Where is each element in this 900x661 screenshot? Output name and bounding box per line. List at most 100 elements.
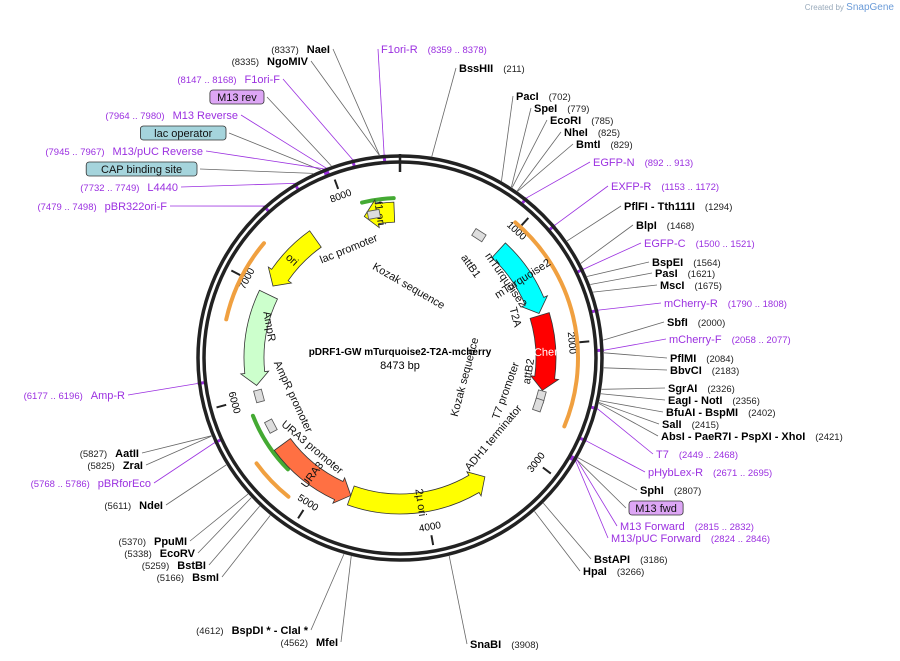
position-label: (2183) (712, 366, 739, 377)
label-leader-line (199, 168, 314, 174)
small-feature-mark (532, 397, 545, 413)
label-leader-line (310, 60, 380, 156)
primer-label: EGFP-N(892 .. 913) (593, 157, 693, 169)
restriction-site-label: PflMI(2084) (670, 353, 734, 365)
primer-label: M13 Forward(2815 .. 2832) (620, 521, 754, 533)
label-leader-line (566, 205, 622, 242)
backbone-ring (196, 154, 604, 562)
restriction-site-label: PacI(702) (516, 91, 571, 103)
feature-arrow (346, 471, 486, 515)
site-name: BspDI * - ClaI * (232, 625, 309, 637)
restriction-site-label: SpeI(779) (534, 103, 589, 115)
label-leader-line (586, 261, 650, 277)
site-name: MscI (660, 280, 684, 292)
label-leader-line (153, 442, 215, 484)
feature-box-label: M13 fwd (635, 503, 677, 515)
label-leader-line (197, 497, 252, 554)
site-name: ZraI (123, 460, 143, 472)
label-leader-line (511, 119, 548, 188)
green-annotation-arc (360, 196, 396, 205)
position-label: (3186) (640, 555, 667, 566)
position-label: (2415) (692, 420, 719, 431)
position-label: (5166) (157, 573, 184, 584)
position-label: (2326) (707, 384, 734, 395)
inner-feature-label: Kozak sequence (370, 261, 446, 312)
label-leader-line (516, 131, 562, 192)
restriction-site-label: SalI(2415) (662, 419, 719, 431)
position-label: (1675) (694, 281, 721, 292)
feature-arrow (239, 289, 279, 386)
restriction-site-label: SnaBI(3908) (470, 639, 539, 651)
restriction-site-label: (5166) BsmI (157, 572, 219, 584)
site-name: AbsI - PaeR7I - PspXI - XhoI (661, 431, 805, 443)
scale-tick (297, 509, 305, 519)
label-leader-line (228, 132, 321, 171)
label-leader-line (599, 400, 664, 413)
label-leader-line (577, 457, 638, 491)
feature-label: mCherry (525, 346, 568, 360)
restriction-site-label: MscI (1675) (660, 280, 722, 292)
label-leader-line (332, 48, 380, 156)
feature-name-box (209, 89, 265, 105)
label-leader-line (583, 242, 642, 270)
feature-arrow (529, 312, 560, 391)
label-leader-line (145, 435, 212, 466)
position-label: (1468) (667, 221, 694, 232)
site-name: F1ori-R (381, 44, 418, 56)
site-name: T7 (656, 449, 669, 461)
position-label: (8147 .. 8168) (177, 75, 236, 86)
site-name: BlpI (636, 220, 657, 232)
feature-label: 2µ ori (412, 488, 428, 517)
restriction-site-label: PasI(1621) (655, 268, 715, 280)
scale-tick-label: 3000 (526, 450, 549, 475)
restriction-site-label: (5338)EcoRV (124, 548, 195, 560)
primer-label: (7964 .. 7980)M13 Reverse (105, 110, 238, 122)
site-name: BbvCI (670, 365, 702, 377)
site-name: PflFI - Tth111I (624, 201, 695, 213)
site-name: BstBI (177, 560, 206, 572)
position-label: (1153 .. 1172) (661, 182, 719, 193)
restriction-site-label: (5827)AatII (80, 448, 139, 460)
label-leader-line (576, 459, 618, 527)
site-name: AatII (115, 448, 139, 460)
position-label: (5338) (124, 549, 151, 560)
position-label: (2449 .. 2468) (679, 450, 738, 461)
small-feature-mark (263, 418, 278, 434)
label-leader-line (526, 161, 591, 199)
feature-name-box (85, 161, 198, 177)
plasmid-size: 8473 bp (380, 360, 420, 372)
site-name: PacI (516, 91, 539, 103)
scale-tick (230, 269, 241, 277)
scale-tick-label: 4000 (418, 520, 442, 535)
label-leader-line (601, 387, 666, 390)
label-leader-line (603, 352, 668, 359)
restriction-site-label: BbvCI (2183) (670, 365, 739, 377)
position-label: (4612) (196, 626, 223, 637)
label-leader-line (580, 224, 634, 264)
restriction-site-label: PflFI - Tth111I(1294) (624, 201, 732, 213)
site-name: SbfI (667, 317, 688, 329)
scale-tick (579, 340, 590, 344)
feature-name-box (628, 500, 684, 516)
primer-label: (5768 .. 5786)pBRforEco (31, 478, 151, 490)
restriction-site-label: (5825)ZraI (87, 460, 143, 472)
label-leader-line (221, 515, 271, 578)
primer-label: mCherry-R(1790 .. 1808) (664, 298, 787, 310)
position-label: (2356) (732, 396, 759, 407)
scale-tick (430, 535, 435, 546)
restriction-site-label: BstAPI(3186) (594, 554, 668, 566)
site-name: L4440 (147, 182, 178, 194)
primer-label: (7732 .. 7749)L4440 (80, 182, 178, 194)
site-name: SnaBI (470, 639, 501, 651)
position-label: (1500 .. 1521) (696, 239, 755, 250)
site-name: pBR322ori-F (105, 201, 168, 213)
label-leader-line (598, 302, 662, 311)
site-name: BsmI (192, 572, 219, 584)
inner-feature-label: attB2 (521, 358, 537, 385)
feature-arrow (491, 242, 549, 314)
site-name: M13/pUC Forward (611, 533, 701, 545)
label-leader-line (310, 553, 345, 631)
site-name: M13 Reverse (173, 110, 238, 122)
position-label: (4562) (281, 638, 308, 649)
